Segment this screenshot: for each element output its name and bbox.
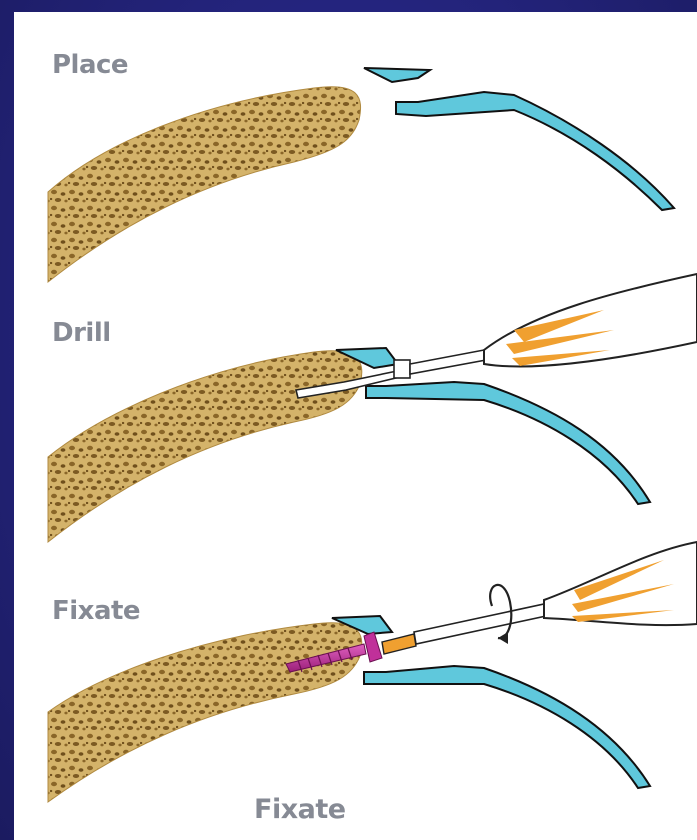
step-place-illustration bbox=[48, 68, 674, 282]
step-label-drill: Drill bbox=[52, 318, 111, 348]
implant-fragment-place bbox=[364, 68, 430, 82]
surgical-steps-illustration bbox=[14, 12, 697, 840]
drill-guide-collar bbox=[394, 360, 410, 378]
step-fixate-illustration bbox=[48, 542, 697, 802]
screwdriver-shaft bbox=[414, 604, 546, 644]
drill-shaft bbox=[410, 350, 486, 374]
step-drill-illustration bbox=[48, 274, 697, 542]
bone-place bbox=[48, 87, 361, 282]
bone-drill bbox=[48, 351, 362, 542]
caption: Fixate bbox=[254, 794, 346, 825]
implant-curve-place bbox=[396, 92, 674, 210]
implant-curve-fixate bbox=[364, 666, 650, 788]
implant-curve-drill bbox=[366, 382, 650, 504]
step-label-place: Place bbox=[52, 50, 128, 80]
step-label-fixate: Fixate bbox=[52, 596, 140, 626]
screwdriver-handle bbox=[544, 542, 697, 625]
diagram-panel: Place Drill Fixate Fixate bbox=[14, 12, 697, 840]
bone-fixate bbox=[48, 623, 362, 802]
screwdriver-tip bbox=[382, 634, 416, 654]
rotation-arrowhead-icon bbox=[498, 632, 508, 644]
